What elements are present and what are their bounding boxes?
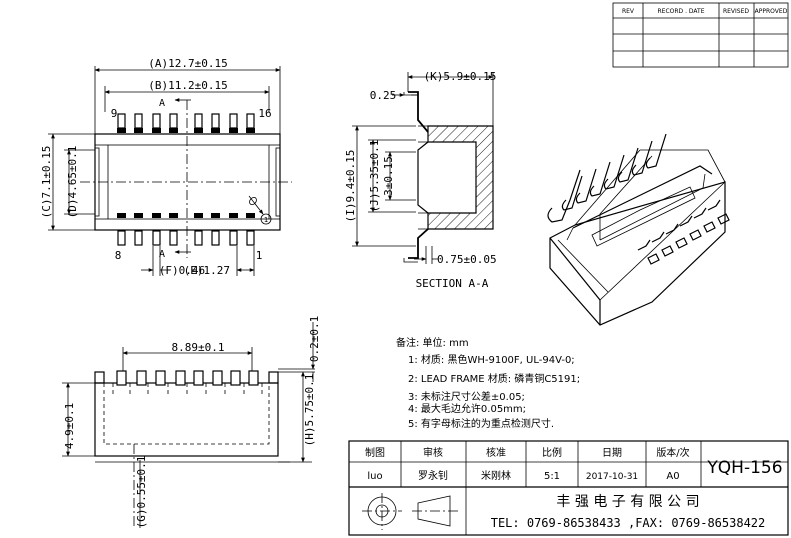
rev-header-revised: REVISED <box>723 8 749 15</box>
top-pin-row <box>117 113 255 133</box>
pin-1-label: 1 <box>256 249 263 262</box>
section-a-bottom-label: A <box>159 249 165 260</box>
connector-body-side <box>94 382 279 457</box>
dim-889-label: 8.89±0.1 <box>172 341 225 354</box>
dim-3-label: 3±0.15 <box>382 156 395 196</box>
bottom-pin-row <box>117 213 255 246</box>
tb-value-checked: 罗永钊 <box>418 469 448 482</box>
top-view: (A)12.7±0.15 (B)11.2±0.15 9 16 8 1 A A <box>40 57 292 277</box>
dim-075-label: 0.75±0.05 <box>437 253 497 266</box>
dim-b-label: (B)11.2±0.15 <box>148 79 227 92</box>
note-line-5: 5: 有字母标注的为重点检测尺寸. <box>408 417 554 430</box>
dim-025-label: 0.25 <box>370 89 397 102</box>
revision-table: REV RECORD . DATE REVISED APPROVED <box>612 2 789 68</box>
pin-16-label: 16 <box>258 107 271 120</box>
note-line-1: 1: 材质: 黑色WH-9100F, UL-94V-0; <box>408 353 575 366</box>
pin1-marker-icon <box>260 213 272 225</box>
section-a-top-label: A <box>159 98 165 109</box>
tb-value-version: A0 <box>666 471 679 482</box>
tb-header-version: 版本/次 <box>656 446 689 459</box>
dim-i-label: (I)9.4±0.15 <box>344 150 357 223</box>
tb-header-drawn: 制图 <box>365 446 385 459</box>
dim-f-label: (F)0.46 <box>159 264 205 277</box>
section-view: (K)5.9±0.15 0.25 (I)9.4±0.15 (J)5.35±0.1… <box>344 70 497 290</box>
dim-a-label: (A)12.7±0.15 <box>148 57 227 70</box>
note-line-2: 2: LEAD FRAME 材质: 磷青铜C5191; <box>408 372 580 385</box>
dim-c-label: (C)7.1±0.15 <box>40 146 53 219</box>
company-name: 丰 强 电 子 有 限 公 司 <box>556 494 699 510</box>
tb-value-approved: 米刚林 <box>481 469 511 482</box>
side-pin-row <box>116 370 259 386</box>
dim-d-label: (D)4.65±0.1 <box>66 146 79 219</box>
tb-header-date: 日期 <box>602 447 622 459</box>
company-contact: TEL: 0769-86538433 ,FAX: 0769-86538422 <box>491 516 766 530</box>
part-number: YQH-156 <box>706 458 782 478</box>
dim-h-label: (H)5.75±0.1 <box>303 374 316 447</box>
section-caption: SECTION A-A <box>416 277 489 290</box>
side-view: 8.89±0.1 4.9±0.1 0.2±0.1 <box>62 316 321 529</box>
notes-header: 备注: 单位: mm <box>396 336 469 349</box>
tb-value-scale: 5:1 <box>544 471 560 482</box>
dim-k-label: (K)5.9±0.15 <box>424 70 497 83</box>
projection-symbol-icon <box>362 493 458 530</box>
tb-value-date: 2017-10-31 <box>586 472 638 482</box>
dim-02-label: 0.2±0.1 <box>308 316 321 362</box>
pin-9-label: 9 <box>111 107 118 120</box>
dim-g-label: (G)0.55±0.1 <box>135 456 148 529</box>
tb-header-scale: 比例 <box>542 446 562 459</box>
pin1-mark-label: 1 <box>264 216 268 224</box>
dim-49-label: 4.9±0.1 <box>63 403 76 449</box>
note-line-3: 3: 未标注尺寸公差±0.05; <box>408 390 525 403</box>
dim-e-label: (E)1.27 <box>184 264 230 277</box>
rev-header-record: RECORD . DATE <box>658 8 705 15</box>
tb-header-checked: 审核 <box>423 446 443 459</box>
tb-value-drawn: luo <box>367 471 382 482</box>
rev-header-approved: APPROVED <box>755 8 788 15</box>
dim-j-label: (J)5.35±0.1 <box>368 140 381 213</box>
notes-block: 备注: 单位: mm 1: 材质: 黑色WH-9100F, UL-94V-0; … <box>396 336 580 430</box>
tb-header-approved: 核准 <box>486 446 506 459</box>
section-housing <box>427 125 494 230</box>
rev-header-rev: REV <box>622 8 635 15</box>
title-block: 制图 审核 核准 比例 日期 版本/次 luo 罗永钊 米刚林 5:1 2017… <box>348 440 789 536</box>
pin-8-label: 8 <box>115 249 122 262</box>
note-line-4: 4: 最大毛边允许0.05mm; <box>408 402 526 415</box>
isometric-view <box>547 133 730 326</box>
